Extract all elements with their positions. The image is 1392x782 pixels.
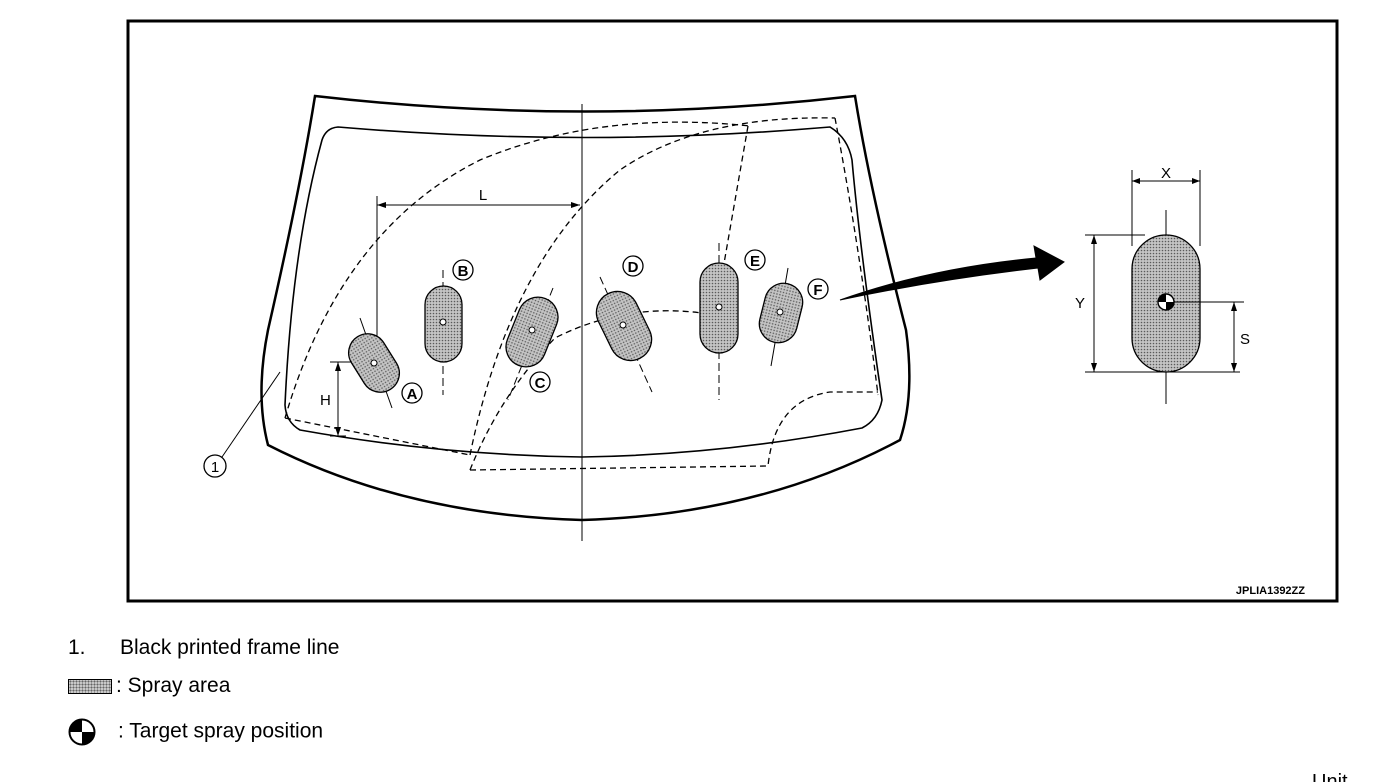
- spray-spot-b: B: [424, 259, 474, 395]
- spray-spot-f: F: [758, 267, 829, 367]
- spray-spot-c: C: [505, 287, 559, 401]
- spot-a-label: A: [407, 386, 418, 403]
- legend-text: : Spray area: [116, 674, 231, 697]
- unit-label-partial: Unit: [1312, 772, 1348, 782]
- l-label: L: [479, 187, 487, 204]
- spot-c-label: C: [535, 375, 546, 392]
- spray-area-swatch: [68, 678, 112, 694]
- figure-code: JPLIA1392ZZ: [1236, 585, 1305, 597]
- spray-spot-e: E: [699, 243, 766, 400]
- spray-detail-view: X Y S: [1075, 165, 1250, 404]
- l-arrow-right: [571, 202, 580, 208]
- black-printed-frame-line: [284, 126, 883, 458]
- legend-item-frame-line: 1. Black printed frame line: [68, 636, 339, 660]
- callout-1-circle: [203, 454, 227, 478]
- frame-line-leader: [221, 371, 281, 458]
- spot-b-label: B: [458, 263, 469, 280]
- diagram-frame: [126, 19, 1339, 603]
- spot-e-label: E: [750, 253, 760, 270]
- legend-number: 1.: [68, 636, 86, 659]
- legend-item-spray-area: : Spray area: [68, 674, 230, 698]
- h-label: H: [320, 392, 331, 409]
- spray-spot-a: A: [347, 317, 423, 409]
- spot-f-label: F: [813, 282, 822, 299]
- s-label: S: [1240, 331, 1250, 348]
- callout-1-label: 1: [211, 459, 219, 476]
- windshield-outline: [260, 94, 911, 522]
- spot-d-label: D: [628, 259, 639, 276]
- x-label: X: [1161, 165, 1171, 182]
- h-arrow-bottom: [335, 427, 341, 436]
- h-arrow-top: [335, 362, 341, 371]
- legend-text: Black printed frame line: [120, 636, 340, 659]
- target-spray-icon: [1157, 293, 1175, 311]
- l-arrow-left: [377, 202, 386, 208]
- target-spray-icon: [68, 718, 96, 746]
- windshield-spray-diagram: L H 1 A B C D: [126, 19, 1339, 603]
- wiper-range-dashed-lines: [284, 117, 879, 471]
- magnify-arrow-icon: [839, 245, 1065, 301]
- y-label: Y: [1075, 295, 1085, 312]
- legend-item-target-spray: : Target spray position: [68, 718, 323, 746]
- spray-spot-d: D: [595, 255, 653, 393]
- legend-text: : Target spray position: [118, 719, 324, 743]
